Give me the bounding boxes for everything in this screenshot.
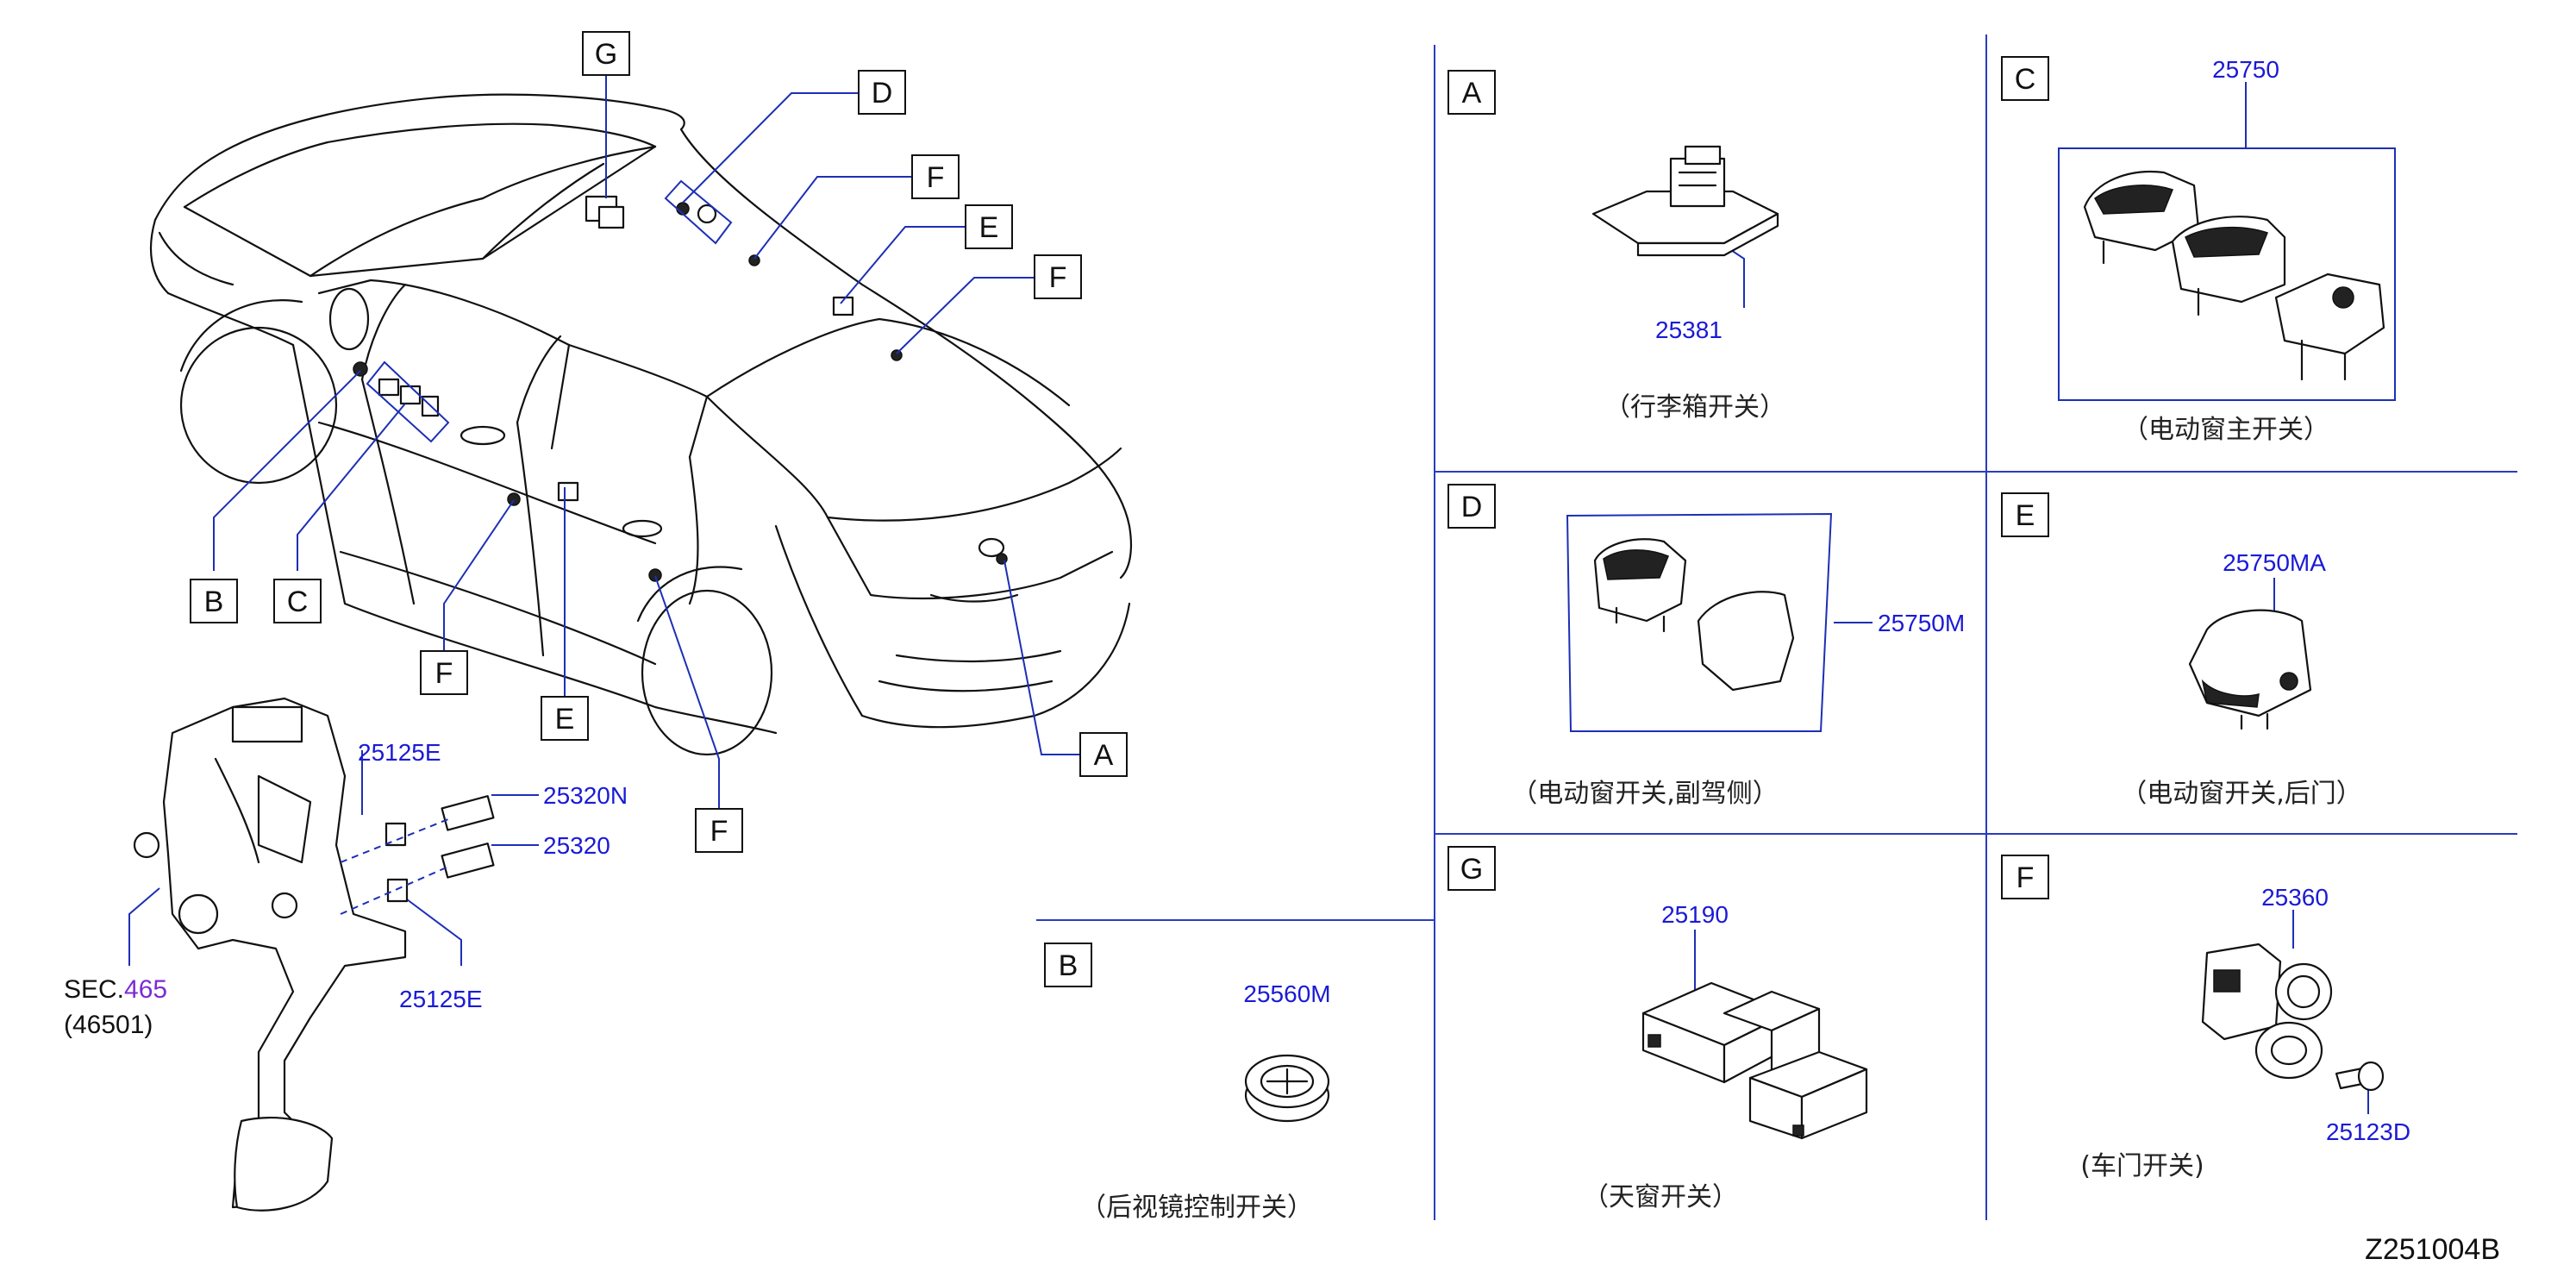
pedal-assembly-illustration xyxy=(133,697,495,1212)
svg-text:C: C xyxy=(2015,63,2036,96)
panel-dividers xyxy=(1036,34,2517,1220)
callout-a-car: A xyxy=(1079,732,1128,777)
svg-text:B: B xyxy=(204,586,224,618)
rear-window-switch-illustration xyxy=(2188,609,2312,730)
car-switch-markers xyxy=(353,179,1008,582)
svg-text:E: E xyxy=(2016,499,2035,532)
callout-c-car: C xyxy=(273,579,322,623)
callout-f-car-door: F xyxy=(420,650,468,695)
trunk-switch-illustration xyxy=(1591,145,1779,257)
part-25381: 25381 xyxy=(1655,316,1723,343)
sec-reference: SEC.465 xyxy=(64,975,167,1004)
svg-text:B: B xyxy=(1059,949,1079,982)
part-25750ma: 25750MA xyxy=(2223,549,2326,576)
part-25125e-bottom: 25125E xyxy=(399,986,483,1012)
svg-text:D: D xyxy=(1461,491,1483,523)
part-25320: 25320 xyxy=(543,832,610,859)
leader-lines xyxy=(128,69,2369,1114)
caption-trunk-switch: （行李箱开关） xyxy=(1604,392,1785,423)
power-window-master-switch-illustration xyxy=(2058,147,2396,401)
passenger-window-switch-illustration xyxy=(1566,512,1833,732)
panel-header-e: E xyxy=(2001,492,2049,537)
part-25123d: 25123D xyxy=(2326,1118,2410,1145)
svg-text:E: E xyxy=(555,703,575,736)
svg-text:A: A xyxy=(1462,77,1482,110)
caption-rear-window-switch: （电动窗开关,后门） xyxy=(2121,779,2362,809)
panel-header-c: C xyxy=(2001,56,2049,101)
panel-header-g: G xyxy=(1447,846,1496,891)
callout-f-car-roof: F xyxy=(911,154,960,199)
part-25320n: 25320N xyxy=(543,782,628,809)
caption-power-window-master-switch: （电动窗主开关） xyxy=(2123,415,2329,445)
callout-e-car-door: E xyxy=(541,696,589,741)
panel-header-d: D xyxy=(1447,484,1496,529)
car-illustration xyxy=(149,93,1133,756)
svg-text:F: F xyxy=(1049,261,1067,294)
svg-text:A: A xyxy=(1094,739,1114,772)
svg-text:E: E xyxy=(979,211,999,244)
panel-header-b: B xyxy=(1044,943,1092,987)
caption-sunroof-switch: （天窗开关） xyxy=(1583,1182,1738,1212)
part-25360: 25360 xyxy=(2261,884,2329,911)
caption-passenger-window-switch: （电动窗开关,副驾侧） xyxy=(1511,779,1779,809)
callout-e-car-roof: E xyxy=(965,204,1013,249)
part-25750: 25750 xyxy=(2212,56,2279,83)
part-25560m: 25560M xyxy=(1243,980,1330,1007)
part-25190: 25190 xyxy=(1661,901,1729,928)
svg-text:C: C xyxy=(287,586,309,618)
svg-text:D: D xyxy=(872,77,893,110)
mirror-control-switch-illustration xyxy=(1244,1054,1330,1123)
panel-captions: （行李箱开关） （电动窗主开关） （电动窗开关,副驾侧） （电动窗开关,后门） … xyxy=(1080,392,2362,1223)
svg-text:F: F xyxy=(710,815,728,848)
caption-door-switch: (车门开关) xyxy=(2080,1151,2204,1181)
svg-text:G: G xyxy=(1460,853,1483,886)
part-number-labels: 25125E 25320N 25320 25125E SEC.465 (4650… xyxy=(64,56,2410,1145)
callout-b-car: B xyxy=(190,579,238,623)
callout-f-car-rear: F xyxy=(1034,254,1082,299)
svg-text:F: F xyxy=(927,161,945,194)
part-25750m: 25750M xyxy=(1878,610,1965,636)
callout-d-car: D xyxy=(858,70,906,115)
callout-boxes: G D F E F B C F xyxy=(190,31,2049,987)
svg-text:F: F xyxy=(435,657,453,690)
door-switch-illustration xyxy=(2201,943,2385,1092)
diagram-id: Z251004B xyxy=(2365,1233,2500,1266)
caption-mirror-control-switch: （后视镜控制开关） xyxy=(1080,1193,1313,1223)
panel-header-a: A xyxy=(1447,70,1496,115)
svg-text:G: G xyxy=(595,38,617,71)
svg-text:F: F xyxy=(2016,861,2035,894)
sec-reference-sub: (46501) xyxy=(64,1011,153,1039)
sunroof-switch-illustration xyxy=(1641,981,1868,1140)
callout-f-car-rear-door: F xyxy=(695,808,743,853)
panel-header-f: F xyxy=(2001,855,2049,899)
callout-g-car: G xyxy=(582,31,630,76)
part-25125e-top: 25125E xyxy=(358,739,441,766)
